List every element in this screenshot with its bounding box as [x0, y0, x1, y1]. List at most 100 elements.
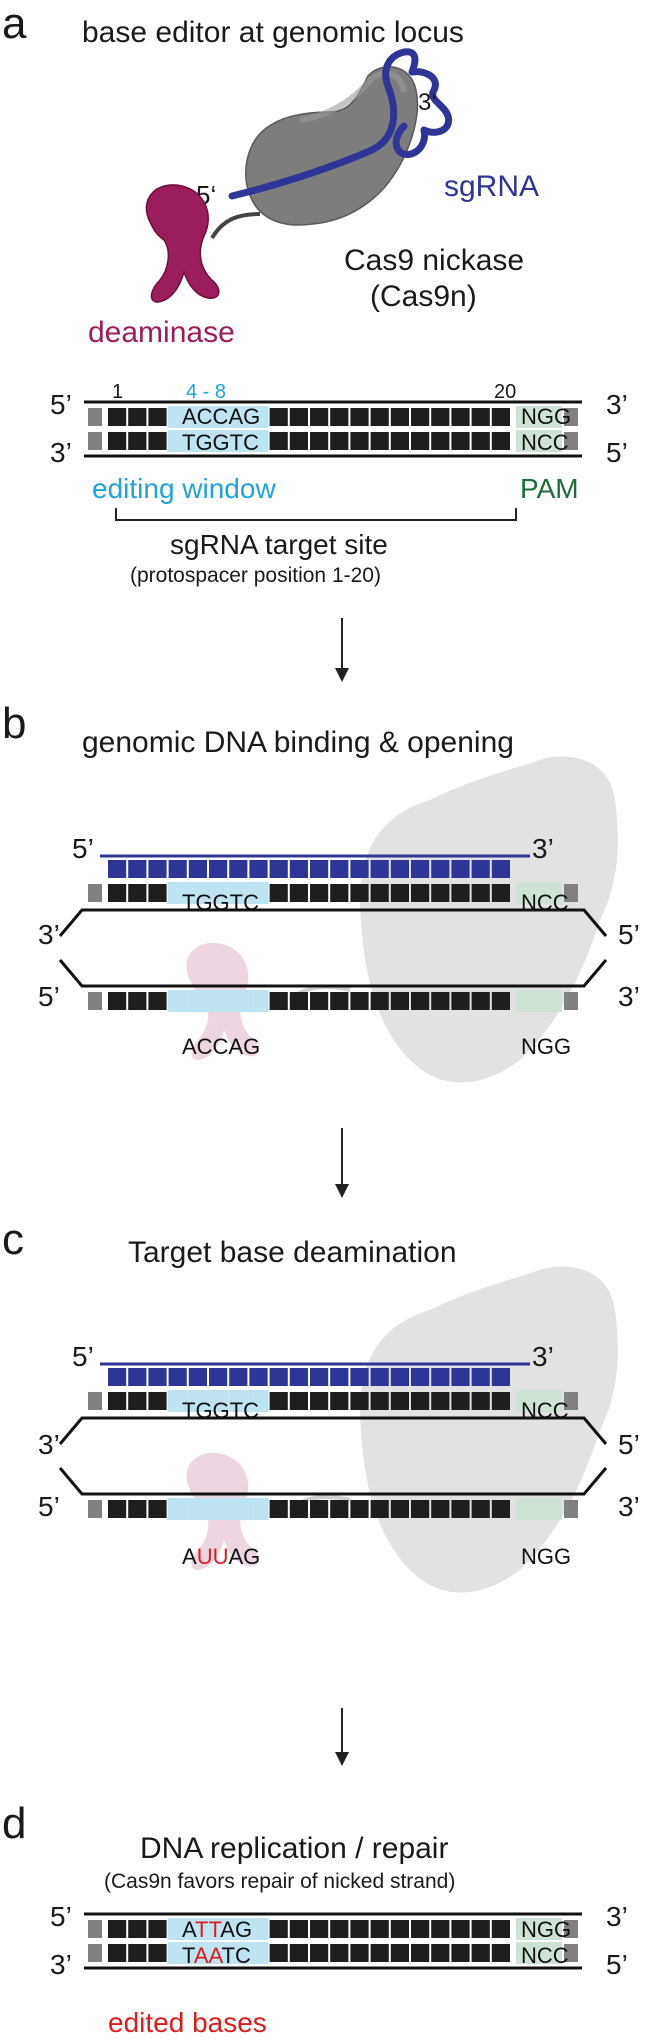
target-site-sublabel: (protospacer position 1-20): [130, 564, 381, 587]
b-lower-window-seq: ACCAG: [182, 1034, 260, 1059]
window-base: [248, 1918, 269, 1940]
base-block: [330, 884, 349, 902]
base-block: [148, 432, 167, 450]
base-block: [431, 992, 450, 1010]
c-upper-window-seq: TGGTC: [182, 1398, 259, 1423]
base-block: [330, 1920, 349, 1938]
base-block: [471, 884, 490, 902]
c-sgrna-5prime: 5’: [72, 1341, 94, 1372]
pam-bases: [516, 1918, 562, 1940]
base-block: [451, 1944, 470, 1962]
panel-d-letter: d: [2, 1799, 26, 1848]
base-block: [310, 1392, 329, 1410]
terminal-block: [564, 1920, 578, 1938]
base-block: [350, 1944, 369, 1962]
sgrna-base: [491, 1368, 510, 1386]
sgrna-base: [209, 860, 228, 878]
base-block: [269, 1944, 288, 1962]
a-top-pam-seq: NGG: [521, 404, 571, 429]
terminal-block: [88, 408, 102, 426]
base-block: [148, 408, 167, 426]
window-base: [208, 990, 229, 1012]
position-window-label: 4 - 8: [186, 381, 226, 403]
base-block: [451, 408, 470, 426]
base-block: [471, 408, 490, 426]
terminal-block: [564, 432, 578, 450]
base-block: [431, 884, 450, 902]
window-base: [208, 1498, 229, 1520]
base-block: [451, 884, 470, 902]
base-block: [108, 408, 127, 426]
arrow-c-d: [335, 1708, 349, 1766]
dna-open-c: [58, 1362, 608, 1520]
base-block: [310, 992, 329, 1010]
base-block: [330, 1944, 349, 1962]
base-block: [451, 992, 470, 1010]
d-top-3prime: 3’: [606, 1901, 628, 1932]
base-block: [289, 992, 308, 1010]
base-block: [471, 1920, 490, 1938]
sgrna-base: [411, 860, 430, 878]
sgrna-base: [390, 1368, 409, 1386]
base-block: [269, 1920, 288, 1938]
base-block: [128, 1392, 147, 1410]
window-base: [208, 1918, 229, 1940]
d-top-window-seq: ATTAG: [182, 1917, 252, 1942]
sgrna-base: [350, 860, 369, 878]
c-lower-5prime: 5’: [38, 1491, 60, 1522]
target-strand-backbone: [58, 1416, 608, 1445]
panel-c-title: Target base deamination: [128, 1236, 457, 1269]
sgrna-base: [451, 860, 470, 878]
base-block: [128, 432, 147, 450]
base-block: [269, 884, 288, 902]
base-block: [269, 432, 288, 450]
base-block: [330, 1392, 349, 1410]
base-block: [431, 1920, 450, 1938]
sgrna-base: [350, 1368, 369, 1386]
base-block: [451, 432, 470, 450]
sgrna-base: [491, 860, 510, 878]
c-upper-3prime: 3’: [38, 1429, 60, 1460]
terminal-block: [564, 884, 578, 902]
b-sgrna-3prime: 3’: [532, 833, 554, 864]
base-block: [451, 1500, 470, 1518]
base-block: [370, 1392, 389, 1410]
a-bottom-window-seq: TGGTC: [182, 430, 259, 455]
terminal-block: [564, 1392, 578, 1410]
sgrna-base: [411, 1368, 430, 1386]
b-upper-3prime: 3’: [38, 919, 60, 950]
pam-bases: [516, 882, 562, 904]
c-lower-3prime: 3’: [618, 1491, 640, 1522]
sgrna-base: [148, 1368, 167, 1386]
base-block: [330, 1500, 349, 1518]
window-base: [167, 882, 188, 904]
b-upper-window-seq: TGGTC: [182, 890, 259, 915]
sgrna-base: [431, 860, 450, 878]
base-block: [390, 884, 409, 902]
b-sgrna-5prime: 5’: [72, 833, 94, 864]
sgrna-label: sgRNA: [444, 170, 539, 203]
panel-d-title: DNA replication / repair: [140, 1832, 448, 1865]
c-upper-5prime: 5’: [618, 1429, 640, 1460]
base-block: [411, 1920, 430, 1938]
base-block: [310, 1500, 329, 1518]
window-base: [208, 430, 229, 452]
window-base: [248, 1390, 269, 1412]
pam-bases: [516, 990, 562, 1012]
base-block: [269, 408, 288, 426]
base-block: [411, 992, 430, 1010]
sgrna-base: [209, 1368, 228, 1386]
terminal-block: [88, 884, 102, 902]
dna-duplex-a: [84, 400, 582, 458]
cas9-label-2: (Cas9n): [370, 280, 477, 313]
window-base: [187, 1942, 208, 1964]
base-block: [108, 1500, 127, 1518]
panel-d-subtitle: (Cas9n favors repair of nicked strand): [104, 1870, 455, 1893]
window-base: [208, 1390, 229, 1412]
deaminase-label: deaminase: [88, 316, 235, 349]
nontarget-strand-backbone: [58, 959, 608, 988]
a-bottom-3prime: 3’: [50, 437, 72, 468]
base-block: [390, 992, 409, 1010]
dna-duplex-d: [84, 1912, 582, 1970]
terminal-block: [88, 1944, 102, 1962]
